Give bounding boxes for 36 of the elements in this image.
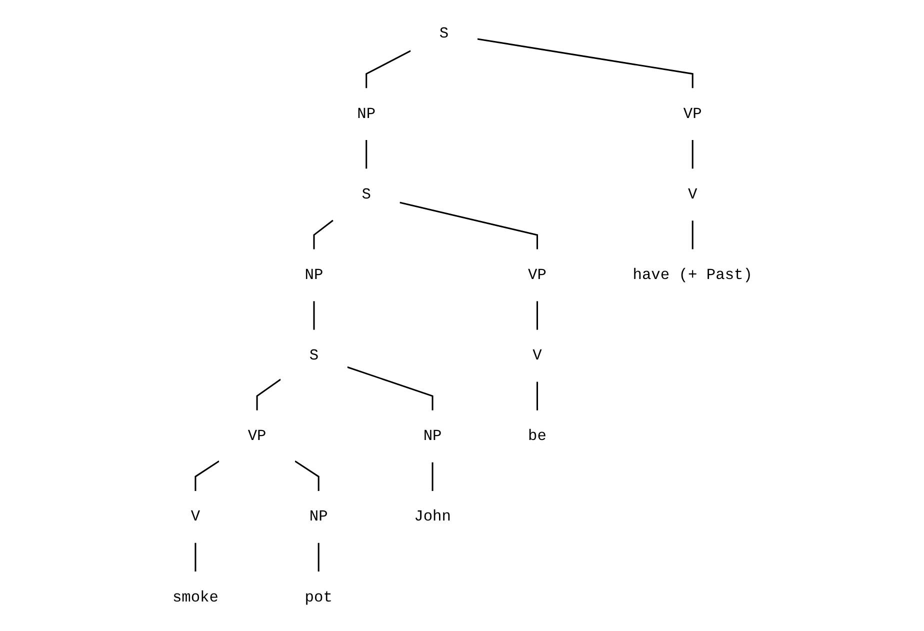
node-text: have (+ Past) — [632, 266, 752, 284]
connector — [431, 462, 433, 491]
connector — [194, 460, 220, 491]
connector — [691, 140, 693, 169]
connector — [256, 378, 281, 410]
connector — [365, 140, 367, 169]
node-text: V — [688, 186, 697, 204]
node-text: VP — [528, 266, 546, 284]
node-text: NP — [304, 266, 323, 284]
node-text: pot — [304, 588, 332, 606]
node-text: V — [532, 347, 542, 364]
node-text: NP — [356, 105, 376, 123]
syntax-tree-drawing: S NP VP S NP VP V S VP V NP V NP John smoke pot be have (+ Past) — [136, 0, 788, 631]
connector — [312, 220, 333, 250]
node-text: NP — [308, 508, 328, 526]
connector — [317, 542, 319, 572]
node-text: NP — [422, 428, 442, 445]
node-text: VP — [247, 428, 266, 445]
node-text: S — [361, 186, 371, 204]
connector — [294, 460, 319, 491]
node-text: S — [308, 347, 318, 364]
node-text: John — [414, 508, 450, 526]
connector — [365, 50, 411, 88]
node-text: be — [528, 428, 546, 445]
connector — [536, 301, 538, 330]
connector — [691, 220, 693, 250]
node-text: V — [190, 508, 200, 526]
connector — [536, 382, 538, 410]
node-text: S — [438, 24, 448, 42]
connector — [399, 202, 538, 250]
node-text: smoke — [172, 588, 218, 606]
node-text: VP — [682, 105, 702, 123]
connector — [476, 38, 693, 88]
connector — [346, 366, 433, 410]
connector — [312, 301, 314, 330]
connector — [194, 542, 196, 572]
